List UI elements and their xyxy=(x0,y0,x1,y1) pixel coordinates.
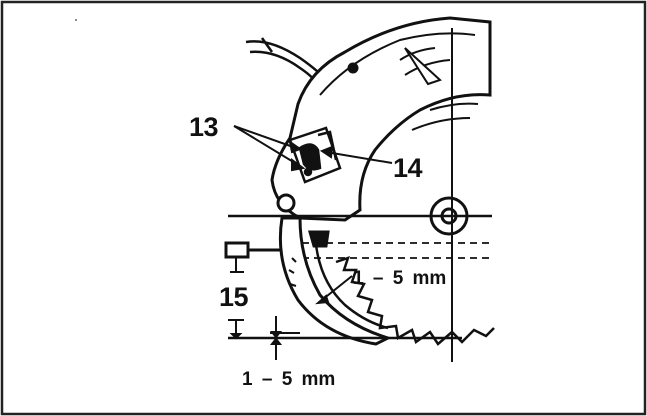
dimension-label-upper: 1 – 5 mm xyxy=(353,268,447,289)
dashed-reference-lines xyxy=(290,242,492,259)
scan-speck xyxy=(75,19,77,21)
dimension-label-lower: 1 – 5 mm xyxy=(242,369,336,390)
leader-line-14 xyxy=(319,145,393,164)
upper-blade-guard xyxy=(270,16,492,222)
dimension-arrow-15 xyxy=(228,256,244,340)
part-number-14: 14 xyxy=(393,153,423,183)
pivot-bolt xyxy=(276,193,296,213)
dimension-arrow-lower xyxy=(269,316,300,360)
part-number-13: 13 xyxy=(189,112,219,142)
part-number-15: 15 xyxy=(219,282,249,312)
leader-lines-13 xyxy=(233,125,306,172)
dimension-arrow-upper xyxy=(314,275,353,305)
